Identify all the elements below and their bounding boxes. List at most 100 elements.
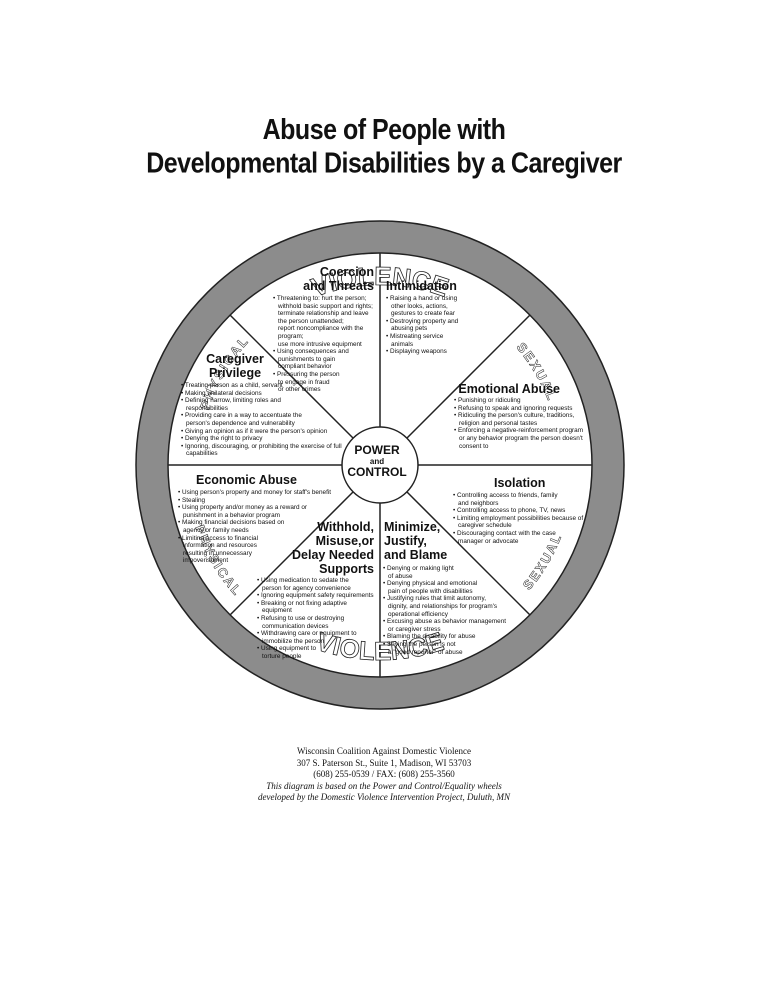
list-item: • Saying the person is not <box>383 640 456 648</box>
page-title: Abuse of People with Developmental Disab… <box>0 114 768 181</box>
list-item: capabilities <box>186 450 218 458</box>
list-item: • Using consequences and <box>273 348 349 356</box>
list-item: • Mistreating service <box>386 332 444 340</box>
list-item: • Using property and/or money as a rewar… <box>178 504 308 512</box>
list-item: or caregiver stress <box>388 625 441 633</box>
list-item: punishments to gain <box>278 355 336 363</box>
list-item: • Ignoring equipment safety requirements <box>257 592 374 600</box>
list-item: communication devices <box>262 622 329 630</box>
list-item: person for agency convenience <box>262 584 351 592</box>
footer-address: 307 S. Paterson St., Suite 1, Madison, W… <box>296 757 472 768</box>
list-item: • Using equipment to <box>257 645 317 653</box>
list-item: withhold basic support and rights; <box>278 302 373 310</box>
list-item: • Withdrawing care or equipment to <box>257 630 357 638</box>
list-item: • Providing care in a way to accentuate … <box>181 412 302 420</box>
hub-power: POWER <box>354 443 400 457</box>
list-item: agency or family needs <box>183 526 249 534</box>
list-item: abusing pets <box>391 325 428 333</box>
list-item: resulting in unnecessary <box>183 549 252 557</box>
list-item: other looks, actions, <box>391 302 448 310</box>
list-item: punishment in a behavior program <box>183 511 280 519</box>
list-item: • Destroying property and <box>386 317 459 325</box>
list-item: religion and personal tastes <box>459 419 538 427</box>
section-caregiver-text: • Treating person as a child, servant• M… <box>181 382 342 458</box>
list-item: use more intrusive equipment <box>278 340 362 348</box>
list-item: • Using person's property and money for … <box>178 489 332 496</box>
list-item: • Excusing abuse as behavior management <box>383 618 507 626</box>
list-item: report noncompliance with the <box>278 325 364 333</box>
list-item: • Ridiculing the person's culture, tradi… <box>454 412 575 420</box>
list-item: and neighbors <box>458 499 499 507</box>
section-minimize-title: Minimize,Justify,and Blame <box>384 520 448 562</box>
title-line-2: Developmental Disabilities by a Caregive… <box>146 147 622 180</box>
footer-org: Wisconsin Coalition Against Domestic Vio… <box>297 746 471 756</box>
list-item: • Limiting access to financial <box>178 534 259 542</box>
title-line-1: Abuse of People with <box>262 113 506 146</box>
list-item: • Discouraging contact with the case <box>453 529 556 537</box>
list-item: • Raising a hand or using <box>386 295 458 302</box>
list-item: • Denying the right to privacy <box>181 435 263 443</box>
list-item: immobilize the person <box>262 637 325 645</box>
list-item: • Refusing to use or destroying <box>257 614 345 622</box>
list-item: consent to <box>459 442 489 450</box>
list-item: of abuse <box>388 572 413 580</box>
footer-credits: Wisconsin Coalition Against Domestic Vio… <box>0 746 768 804</box>
list-item: a "good reporter" of abuse <box>388 648 463 656</box>
list-item: • Pressuring the person <box>273 370 340 378</box>
hub-control: CONTROL <box>347 465 407 479</box>
list-item: operational efficiency <box>388 610 448 618</box>
footer-phone: (608) 255-0539 / FAX: (608) 255-3560 <box>313 769 455 779</box>
list-item: information and resources <box>183 542 257 550</box>
hub-label: POWER and CONTROL <box>342 444 412 479</box>
list-item: • Blaming the disability for abuse <box>383 633 476 641</box>
list-item: pain of people with disabilities <box>388 587 473 595</box>
list-item: responsibilities <box>186 404 228 412</box>
list-item: • Making financial decisions based on <box>178 519 285 527</box>
list-item: • Controlling access to phone, TV, news <box>453 507 566 515</box>
list-item: • Ignoring, discouraging, or prohibiting… <box>181 442 342 450</box>
list-item: manager or advocate <box>458 537 519 545</box>
list-item: • Breaking or not fixing adaptive <box>257 599 347 607</box>
list-item: • Stealing <box>178 496 206 504</box>
list-item: • Denying or making light <box>383 565 454 572</box>
section-emotional-title: Emotional Abuse <box>458 382 560 396</box>
list-item: to engage in fraud <box>278 378 330 386</box>
list-item: • Enforcing a negative-reinforcement pro… <box>454 427 584 435</box>
list-item: gestures to create fear <box>391 310 455 318</box>
list-item: • Defining narrow, limiting roles and <box>181 397 281 405</box>
section-economic-text: • Using person's property and money for … <box>178 489 331 565</box>
list-item: equipment <box>262 607 292 615</box>
list-item: the person unattended; <box>278 317 344 325</box>
footer-note-1: This diagram is based on the Power and C… <box>266 780 502 791</box>
list-item: • Threatening to: hurt the person; <box>273 295 367 302</box>
list-item: • Justifying rules that limit autonomy, <box>383 595 486 603</box>
section-emotional-text: • Punishing or ridiculing• Refusing to s… <box>454 397 583 450</box>
list-item: • Using medication to sedate the <box>257 577 349 584</box>
list-item: • Punishing or ridiculing <box>454 397 521 404</box>
list-item: • Displaying weapons <box>386 348 447 356</box>
hub-and: and <box>369 457 385 466</box>
list-item: • Making unilateral decisions <box>181 389 262 397</box>
section-coercion-text: • Threatening to: hurt the person;withho… <box>273 295 373 394</box>
list-item: or any behavior program the person doesn… <box>459 434 583 442</box>
list-item: • Refusing to speak and ignoring request… <box>454 404 573 412</box>
list-item: terminate relationship and leave <box>278 310 369 318</box>
section-isolation-title: Isolation <box>494 476 546 490</box>
list-item: impoverishment <box>183 557 229 565</box>
list-item: • Controlling access to friends, family <box>453 492 558 499</box>
list-item: • Giving an opinion as if it were the pe… <box>181 427 328 435</box>
list-item: person's dependence and vulnerability <box>186 419 295 427</box>
list-item: compliant behavior <box>278 363 332 371</box>
wheel-hub <box>341 426 419 504</box>
list-item: torture people <box>262 652 302 660</box>
list-item: • Denying physical and emotional <box>383 580 478 588</box>
list-item: • Limiting employment possibilities beca… <box>453 514 584 522</box>
list-item: • Treating person as a child, servant <box>181 382 283 389</box>
